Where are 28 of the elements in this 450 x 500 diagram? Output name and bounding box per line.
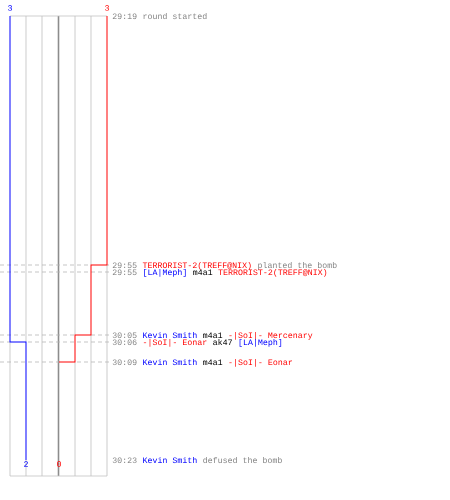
player-count: 2 <box>24 461 28 467</box>
player-name: -|SoI|- Mercenary <box>229 332 312 340</box>
player-name: Kevin Smith <box>143 359 197 366</box>
player-name: [LA|Meph] <box>144 269 186 277</box>
player-count: 0 <box>57 461 61 467</box>
timestamp: 29:55 <box>112 269 137 276</box>
event-text: defused the bomb <box>203 457 282 464</box>
weapon-name: ak47 <box>213 339 232 346</box>
player-name: TERRORIST-2(TREFF@NIX) <box>142 262 251 270</box>
event-text: planted the bomb <box>258 262 337 270</box>
player-name: Kevin Smith <box>143 332 197 338</box>
event-text: round started <box>144 12 207 20</box>
player-name: TERRORIST-2(TREFF@NIX) <box>218 269 326 277</box>
timestamp: 30:23 <box>112 457 137 464</box>
timestamp: 30:05 <box>112 332 137 338</box>
player-name: [LA|Meph] <box>240 339 282 347</box>
timestamp: 29:19 <box>112 13 137 20</box>
timestamp: 29:55 <box>112 262 137 268</box>
player-name: -|SoI|- Eonar <box>229 359 292 367</box>
weapon-name: m4a1 <box>203 332 222 338</box>
timestamp: 30:09 <box>112 359 137 366</box>
weapon-name: m4a1 <box>203 360 222 366</box>
player-count: 3 <box>105 5 109 11</box>
player-name: -|SoI|- Eonar <box>144 339 206 347</box>
timestamp: 30:06 <box>112 339 137 346</box>
weapon-name: m4a1 <box>193 270 212 276</box>
player-count: 3 <box>8 5 12 11</box>
player-name: Kevin Smith <box>143 457 197 464</box>
